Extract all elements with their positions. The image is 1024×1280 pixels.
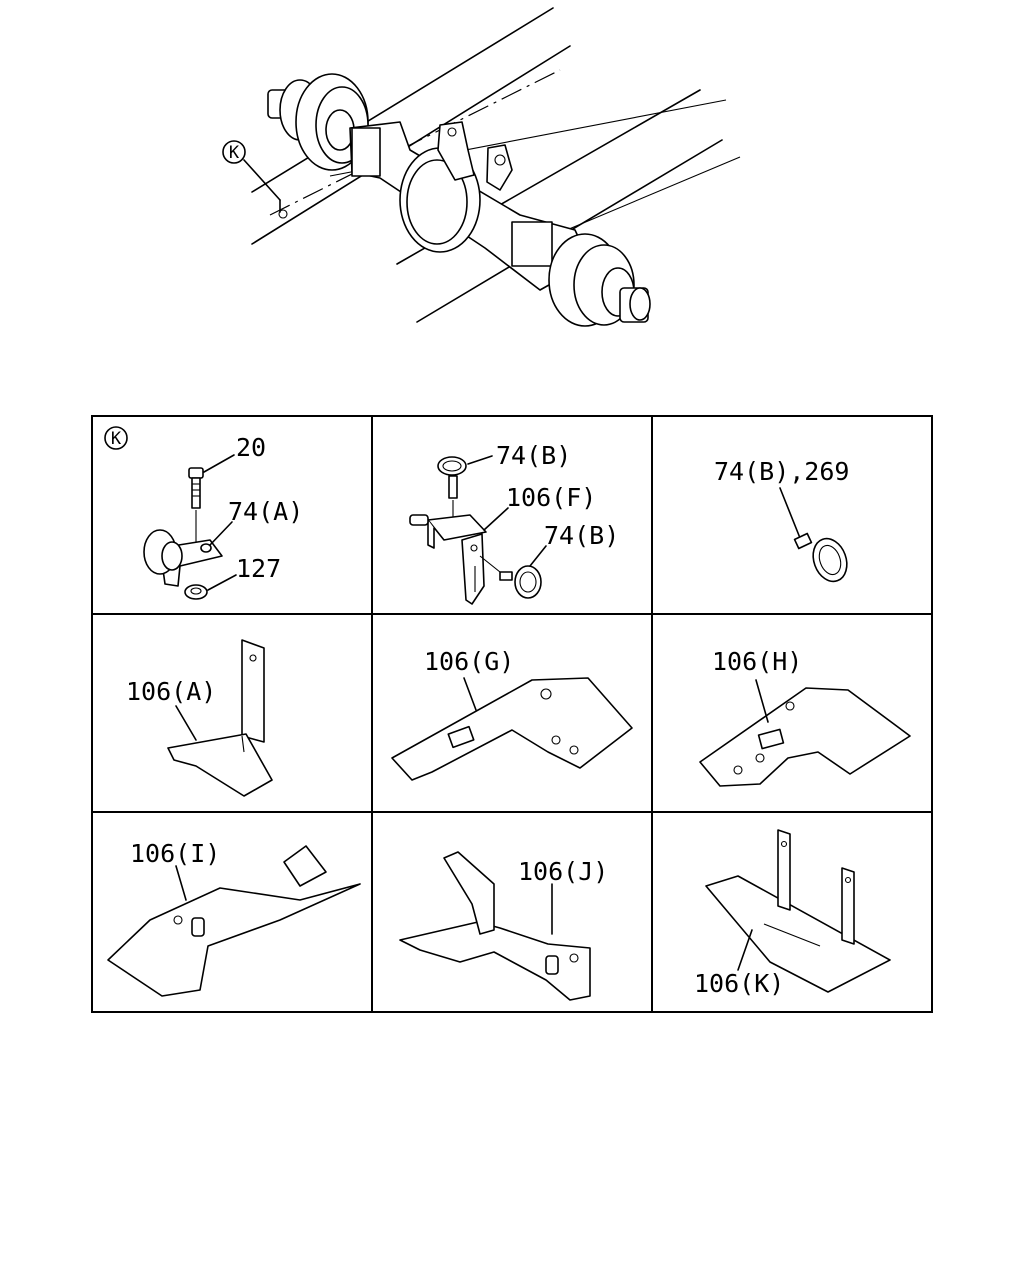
label-74b-269: 74(B),269 [714,457,849,486]
detail-k-marker: K [229,143,240,163]
label-74b-top: 74(B) [496,441,571,470]
label-106f: 106(F) [506,483,596,512]
label-106i: 106(I) [130,839,220,868]
bracket-106f [409,514,487,605]
label-127: 127 [236,554,281,583]
bolt-20 [188,467,204,509]
cell-bracket-106a: 106(A) [126,639,273,797]
label-74a: 74(A) [228,497,303,526]
left-wheel-hub [267,73,369,171]
label-106a: 106(A) [126,677,216,706]
label-106k: 106(K) [694,969,784,998]
cell-tray-106k: 106(K) [694,829,891,998]
cell-plate-106h: 106(H) [699,647,911,787]
cell-bracket-106i: 106(I) [107,839,361,997]
label-106g: 106(G) [424,647,514,676]
right-wheel-hub [548,233,651,327]
cell-clamp-74a: K 20 74(A) 127 [104,426,303,600]
nut-127 [184,584,208,600]
differential-housing [399,121,513,253]
parts-grid [91,415,933,1013]
cell-tie-74b-269: 74(B),269 [714,457,849,583]
label-74b-bottom: 74(B) [544,521,619,550]
clamp-74a [143,529,223,587]
cell-bracket-106j: 106(J) [399,851,608,1001]
cell-plate-106g: 106(G) [391,647,633,781]
clamp-74b-top [437,456,467,499]
cell-bracket-106f: 74(B) 106(F) 74(B) [409,441,619,605]
label-106h: 106(H) [712,647,802,676]
clamp-74b-bottom [479,555,542,599]
cell-k-marker: K [111,429,122,449]
label-106j: 106(J) [518,857,608,886]
detail-k-callout: K [222,140,288,219]
axle-assembly-illustration: K [222,7,741,327]
label-20: 20 [236,433,266,462]
